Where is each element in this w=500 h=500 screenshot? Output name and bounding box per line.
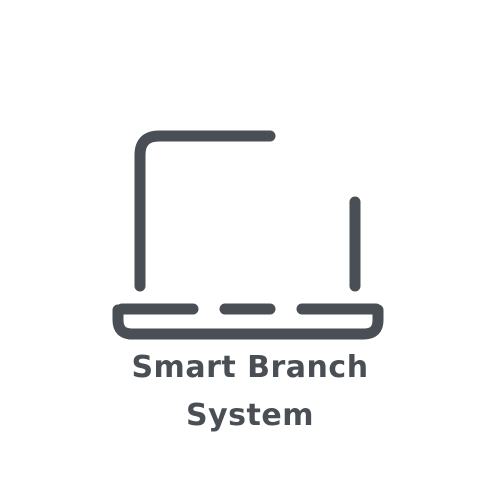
base-bottom	[112, 304, 384, 340]
screen-frame-left-top	[134, 130, 276, 292]
brand-name-line-1: Smart Branch	[131, 350, 369, 385]
brand-name-line-2: System	[186, 398, 314, 433]
